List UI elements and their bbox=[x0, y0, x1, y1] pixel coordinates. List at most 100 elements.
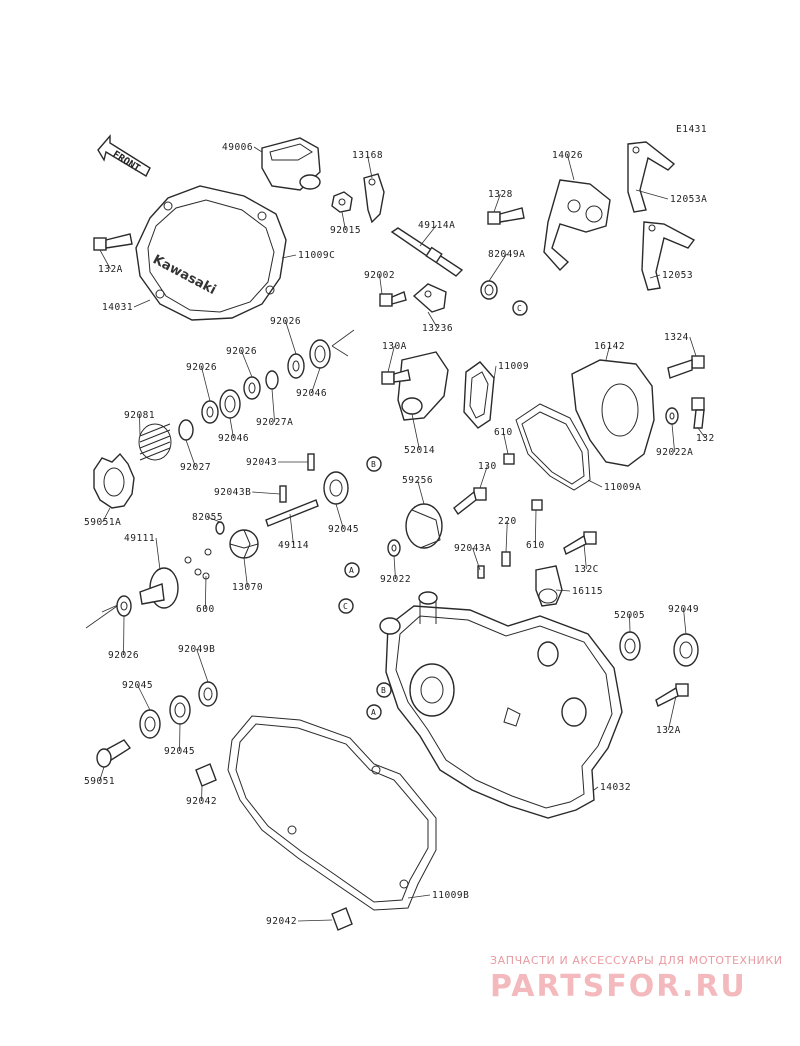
leader-line-11009 bbox=[493, 365, 497, 381]
leader-line-92045 bbox=[335, 503, 344, 530]
part-label-600: 600 bbox=[196, 604, 215, 615]
leader-line-92022a bbox=[671, 423, 675, 453]
svg-text:A: A bbox=[371, 708, 376, 717]
part-1324-bolt bbox=[667, 355, 705, 379]
part-13070-impeller bbox=[229, 529, 259, 559]
part-label-92015: 92015 bbox=[330, 225, 361, 236]
part-label-49114: 49114 bbox=[278, 540, 309, 551]
part-92043-pin bbox=[307, 453, 315, 471]
leader-line-49114a bbox=[419, 224, 437, 247]
part-label-92046: 92046 bbox=[218, 433, 249, 444]
part-52005-seal bbox=[619, 631, 641, 661]
watermark-caption: ЗАПЧАСТИ И АКСЕССУАРЫ ДЛЯ МОТОТЕХНИКИ bbox=[490, 954, 783, 967]
leader-line-1324 bbox=[689, 336, 697, 357]
part-59051a-gear bbox=[93, 452, 135, 509]
leader-line-49006 bbox=[253, 146, 263, 153]
part-82055-clip bbox=[215, 521, 225, 535]
part-92043b-pin bbox=[279, 485, 287, 503]
part-610-dowel-upper bbox=[503, 453, 515, 465]
direction-arrow-icon bbox=[85, 603, 121, 629]
callout-a-upper: A bbox=[344, 562, 360, 578]
part-132a-bolt-lower bbox=[655, 683, 689, 707]
part-label-92022a: 92022A bbox=[656, 447, 693, 458]
part-92002-bolt bbox=[379, 291, 407, 307]
leader-line-82049a bbox=[488, 253, 507, 282]
part-11009-gasket bbox=[463, 361, 495, 429]
leader-line-92042 bbox=[201, 785, 203, 802]
part-49111-shaft-assembly bbox=[139, 548, 212, 609]
part-59256-impeller bbox=[405, 503, 443, 549]
part-14031-outer-cover: Kawasaki bbox=[135, 185, 287, 321]
part-label-14026: 14026 bbox=[552, 150, 583, 161]
watermark: ЗАПЧАСТИ И АКСЕССУАРЫ ДЛЯ МОТОТЕХНИКИ PA… bbox=[490, 954, 783, 1004]
leader-line-92043b bbox=[252, 491, 281, 495]
leader-line-132a bbox=[668, 695, 677, 731]
leader-line-59051a bbox=[102, 507, 111, 523]
part-12053-plate bbox=[641, 221, 696, 291]
part-label-14031: 14031 bbox=[102, 302, 133, 313]
part-label-92027: 92027 bbox=[180, 462, 211, 473]
part-label-92042: 92042 bbox=[266, 916, 297, 927]
part-16142-pump-cover bbox=[571, 359, 655, 467]
leader-line-12053 bbox=[649, 274, 661, 279]
leader-line-13236 bbox=[427, 311, 438, 329]
leader-line-92027a bbox=[271, 388, 275, 423]
part-label-52014: 52014 bbox=[404, 445, 435, 456]
part-13236-link bbox=[412, 283, 447, 313]
part-92045-bearing-upper bbox=[323, 471, 349, 505]
part-label-610: 610 bbox=[526, 540, 545, 551]
leader-line-92027 bbox=[185, 439, 196, 468]
part-label-59051a: 59051A bbox=[84, 517, 121, 528]
part-16115-cap bbox=[535, 565, 563, 607]
leader-line-92042 bbox=[297, 919, 333, 922]
part-92026-washer-2 bbox=[243, 376, 261, 400]
leader-line-92045 bbox=[179, 723, 181, 752]
leader-line-610 bbox=[534, 509, 537, 546]
leader-line-132a bbox=[99, 249, 111, 270]
part-label-130a: 130A bbox=[382, 341, 407, 352]
part-132-bolt bbox=[691, 397, 705, 429]
leader-line-600 bbox=[204, 575, 207, 610]
part-12053a-plate bbox=[627, 141, 676, 213]
part-label-82049a: 82049A bbox=[488, 249, 525, 260]
leader-line-92002 bbox=[379, 274, 383, 295]
part-92081-spring bbox=[138, 423, 172, 461]
part-132a-bolt-upper bbox=[93, 233, 133, 251]
leader-line-59051 bbox=[99, 766, 105, 782]
leader-line-49111 bbox=[155, 537, 161, 571]
part-1328-bolt bbox=[487, 207, 525, 225]
callout-c-upper: C bbox=[512, 300, 528, 316]
leader-line-92049b bbox=[196, 648, 209, 683]
part-92015-nut bbox=[331, 191, 353, 213]
leader-line-610 bbox=[502, 431, 509, 455]
part-92046-bearing-1 bbox=[309, 339, 331, 369]
part-label-92081: 92081 bbox=[124, 410, 155, 421]
part-14032-inner-cover bbox=[379, 591, 623, 819]
part-label-49111: 49111 bbox=[124, 533, 155, 544]
part-label-82055: 82055 bbox=[192, 512, 223, 523]
leader-line-130a bbox=[387, 345, 395, 373]
leader-lines bbox=[99, 146, 706, 922]
part-92049-seal bbox=[673, 633, 699, 667]
leader-line-11009b bbox=[407, 894, 431, 899]
leader-line-52014 bbox=[411, 413, 420, 451]
leader-line-52005 bbox=[629, 614, 631, 633]
part-label-16115: 16115 bbox=[572, 586, 603, 597]
leader-line-92015 bbox=[341, 211, 346, 231]
part-92027-ring bbox=[178, 419, 194, 441]
leader-line-92081 bbox=[139, 414, 141, 437]
part-label-92043b: 92043B bbox=[214, 487, 251, 498]
part-11009b-gasket bbox=[227, 715, 437, 911]
leader-line-13168 bbox=[367, 154, 373, 179]
leader-line-92046 bbox=[229, 417, 234, 439]
leader-line-49114 bbox=[289, 513, 294, 546]
leader-line-59256 bbox=[417, 479, 425, 505]
part-label-132a: 132A bbox=[98, 264, 123, 275]
part-92049b-seal bbox=[198, 681, 218, 707]
part-label-92049b: 92049B bbox=[178, 644, 215, 655]
part-label-132c: 132C bbox=[574, 564, 599, 575]
part-label-1328: 1328 bbox=[488, 189, 513, 200]
front-arrow-icon: FRONT bbox=[97, 134, 151, 177]
part-label-59256: 59256 bbox=[402, 475, 433, 486]
